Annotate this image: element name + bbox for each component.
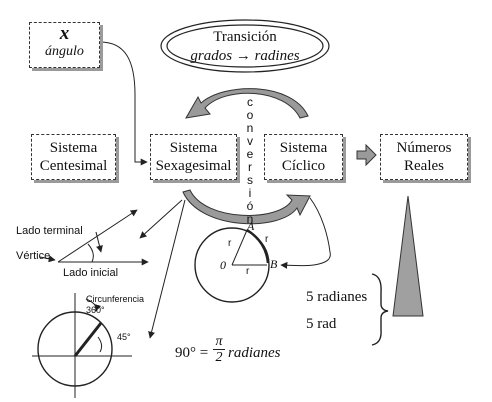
variable-box: x ángulo [29,22,100,68]
system-label-line1: Sistema [279,140,328,156]
block-arrow [356,143,377,167]
origin-label: 0 [220,258,226,272]
system-sexagesimal-box: Sistema Sexagesimal [150,134,237,180]
formula-lhs: 90° = [175,345,209,361]
conversion-letter: s [247,173,253,187]
system-label-line2: Reales [404,158,444,174]
radius-label-arc: r [265,234,269,245]
upper-curved-arrow [185,88,309,119]
circle-45-label: 45° [117,332,131,342]
radian-circle [194,227,270,303]
circle-title-label: Circunferencia [86,294,145,304]
circle-360-label: 360° [86,305,105,315]
lower-curved-arrow [182,189,311,225]
formula-unit: radianes [228,345,281,361]
system-centesimal-box: Sistema Centesimal [31,134,116,180]
reference-circle [32,293,132,398]
system-cyclic-box: Sistema Cíclico [264,134,343,180]
real-numbers-box: Números Reales [380,134,468,180]
example-rad: 5 rad [306,316,337,332]
system-label-line1: Sistema [169,140,218,156]
system-label-line2: Cíclico [281,158,326,174]
variable-to-sexagesimal-arrow [99,41,148,166]
conversion-letter: r [248,160,252,174]
transition-label: Transición grados → radines [162,23,328,69]
variable-symbol: x [59,23,70,44]
conversion-letter: c [247,95,253,109]
terminal-side-label: Lado terminal [16,225,83,237]
conversion-letter: v [247,134,253,148]
point-a-label: A [247,219,255,233]
conversion-letter: n [246,212,254,226]
pointer-arrow-angle [139,199,183,239]
conversion-vertical-label: c o n v e r s i ó n [244,96,256,226]
initial-side-label: Lado inicial [63,267,119,279]
real-numbers-wedge [392,195,424,317]
system-label-line1: Sistema [49,140,98,156]
conversion-letter: i [248,186,252,200]
formula-denominator: 2 [215,350,223,365]
point-b-label: B [270,257,278,271]
system-label-line2: Centesimal [39,158,108,174]
pointer-arrow-circle [148,199,186,339]
radius-label-left: r [228,238,232,249]
formula-numerator: π [213,334,225,350]
variable-name: ángulo [45,44,84,59]
example-radianes: 5 radianes [306,289,368,305]
radius-label-bottom: r [246,266,250,277]
transition-subtitle: grados → radines [190,48,300,64]
conversion-letter: ó [246,199,254,213]
vertex-label: Vértice [16,250,51,262]
angle-diagram [39,209,149,266]
examples-brace [371,273,389,346]
cyclic-to-radian-arrow [280,197,331,269]
formula-fraction: π 2 [213,334,225,365]
transition-ellipse [160,19,330,73]
system-label-line2: Sexagesimal [155,158,232,174]
conversion-letter: o [246,108,254,122]
system-label-line1: Números [396,140,452,156]
transition-title: Transición [213,29,277,45]
conversion-letter: e [246,147,254,161]
conversion-letter: n [246,121,254,135]
